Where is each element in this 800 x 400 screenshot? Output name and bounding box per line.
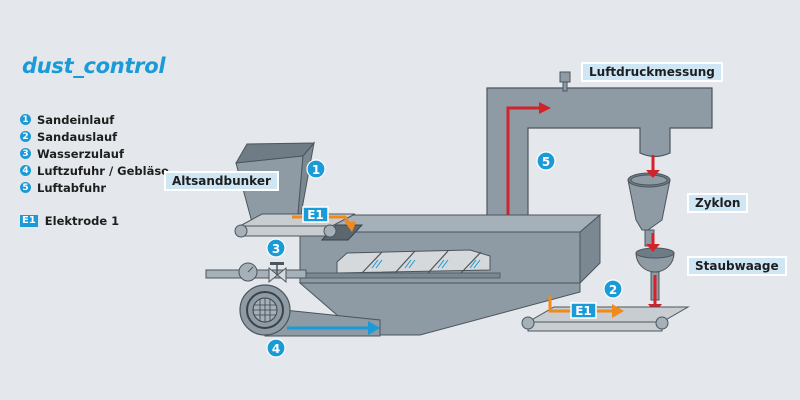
svg-text:4: 4 xyxy=(272,342,280,356)
legend-label: Wasserzulauf xyxy=(37,146,124,161)
label-altsandbunker: Altsandbunker xyxy=(164,171,279,191)
legend-item-2: 2 Sandauslauf xyxy=(20,128,169,145)
legend-label: Elektrode 1 xyxy=(44,213,120,228)
number-badge: 2 xyxy=(20,131,31,142)
water-inlet-pipe xyxy=(205,262,307,284)
number-badge: 1 xyxy=(20,114,31,125)
legend-item-3: 3 Wasserzulauf xyxy=(20,145,169,162)
electrode-badge: E1 xyxy=(20,214,38,227)
label-zyklon: Zyklon xyxy=(687,193,749,213)
svg-text:5: 5 xyxy=(542,155,550,169)
water-spray xyxy=(371,259,481,269)
number-badge: 4 xyxy=(20,165,31,176)
legend-label: Luftabfuhr xyxy=(37,180,107,195)
svg-text:3: 3 xyxy=(272,242,280,256)
svg-text:2: 2 xyxy=(609,283,617,297)
legend-item-4: 4 Luftzufuhr / Gebläse xyxy=(20,162,169,179)
legend-item-1: 1 Sandeinlauf xyxy=(20,111,169,128)
marker-4: 4 xyxy=(266,338,286,358)
label-luftdruckmessung: Luftdruckmessung xyxy=(581,62,723,82)
electrode-e1-top: E1 xyxy=(307,208,324,222)
marker-1: 1 xyxy=(306,159,326,179)
marker-5: 5 xyxy=(536,151,556,171)
number-badge: 3 xyxy=(20,148,31,159)
legend-item-5: 5 Luftabfuhr xyxy=(20,179,169,196)
number-badge: 5 xyxy=(20,182,31,193)
pressure-sensor-icon xyxy=(559,71,571,92)
legend-item-electrode: E1 Elektrode 1 xyxy=(20,212,169,229)
legend-label: Sandeinlauf xyxy=(37,112,115,127)
marker-2: 2 xyxy=(603,279,623,299)
legend-label: Sandauslauf xyxy=(37,129,118,144)
label-staubwaage: Staubwaage xyxy=(687,256,787,276)
marker-3: 3 xyxy=(266,238,286,258)
svg-text:1: 1 xyxy=(312,163,320,177)
exhaust-flow-arrow xyxy=(506,102,551,232)
electrode-e1-bottom: E1 xyxy=(575,304,592,318)
dust-flow-arrows xyxy=(646,155,662,313)
diagram-title: dust_control xyxy=(22,54,166,78)
zyklon-cyclone xyxy=(627,172,671,247)
legend-label: Luftzufuhr / Gebläse xyxy=(37,163,169,178)
